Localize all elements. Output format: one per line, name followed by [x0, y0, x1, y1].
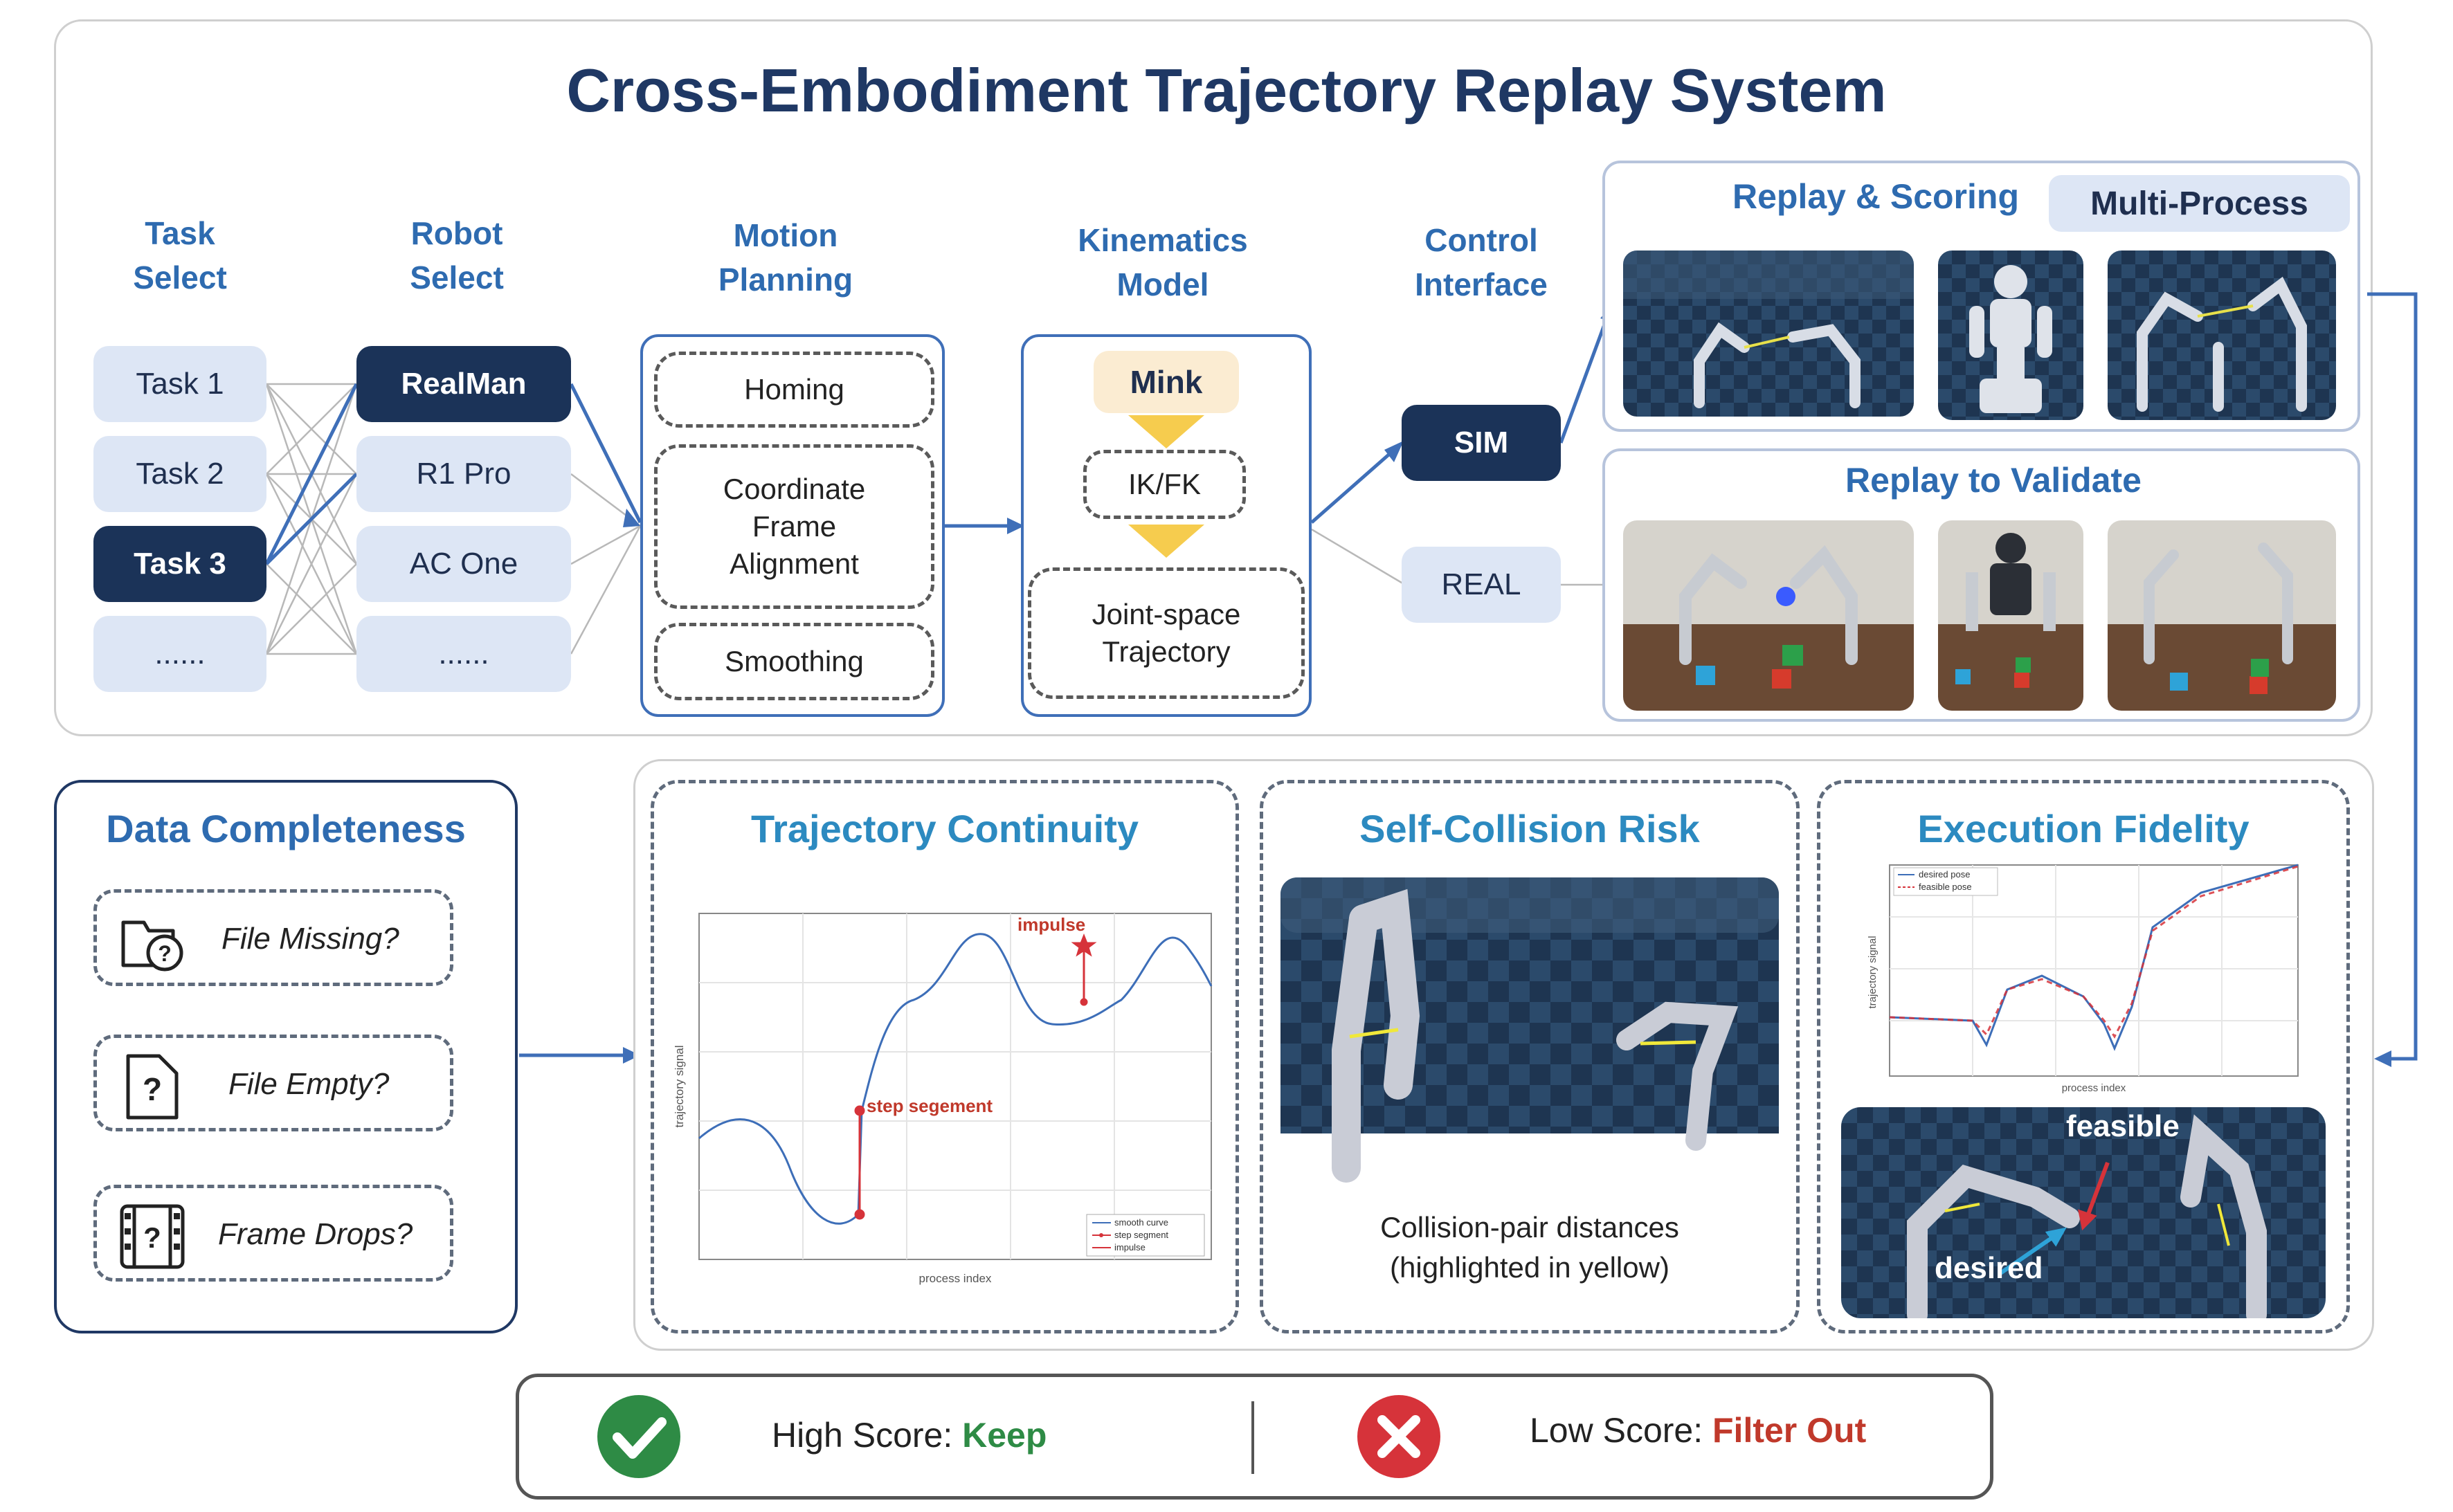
step-segment-marker	[854, 1105, 865, 1220]
smoothing-step: Smoothing	[654, 623, 934, 700]
file-question-icon: ?	[126, 1054, 179, 1120]
kinematics-model-header-line1: Kinematics	[1078, 222, 1248, 258]
svg-text:?: ?	[143, 1221, 161, 1254]
homing-step: Homing	[654, 352, 934, 428]
joint-space-trajectory-box: Joint-space Trajectory	[1028, 567, 1305, 699]
robot-item-r1pro[interactable]: R1 Pro	[356, 436, 571, 512]
motion-planning-header: Motion Planning	[682, 213, 889, 302]
y-axis-label: trajectory signal	[673, 1045, 686, 1127]
feasible-label: feasible	[2066, 1109, 2180, 1143]
legend-step-segment: step segment	[1114, 1230, 1168, 1240]
folder-question-icon: ?	[121, 920, 183, 972]
real-scene-humanoid	[1938, 520, 2083, 711]
legend-smooth-curve: smooth curve	[1114, 1217, 1168, 1228]
step-segment-annotation: step segement	[867, 1095, 993, 1116]
kinematics-model-header-line2: Model	[1116, 266, 1209, 302]
motion-planning-header-line1: Motion	[733, 217, 838, 253]
real-scene-dual-arm	[1623, 520, 1914, 711]
collision-caption-line1: Collision-pair distances	[1380, 1211, 1679, 1244]
collision-caption-line2: (highlighted in yellow)	[1390, 1251, 1669, 1284]
scoring-bar	[516, 1374, 1993, 1500]
robot-item-acone[interactable]: AC One	[356, 526, 571, 602]
x-axis-label: process index	[2062, 1082, 2126, 1094]
high-score-prefix: High Score:	[772, 1416, 963, 1455]
task-item-3[interactable]: Task 3	[93, 526, 266, 602]
mink-solver-badge: Mink	[1094, 351, 1239, 413]
flow-down-arrow-icon	[1128, 415, 1204, 448]
svg-text:?: ?	[143, 1071, 162, 1107]
task-select-header-line1: Task	[145, 215, 215, 251]
legend-impulse: impulse	[1114, 1242, 1146, 1253]
selected-path	[264, 292, 2418, 1061]
replay-scoring-title: Replay & Scoring	[1732, 177, 2019, 216]
flow-down-arrow-icon	[1128, 525, 1204, 558]
desired-label: desired	[1935, 1251, 2043, 1285]
file-missing-label: File Missing?	[221, 922, 399, 956]
replay-validate-title: Replay to Validate	[1845, 461, 2142, 500]
file-empty-label: File Empty?	[228, 1067, 390, 1101]
trajectory-continuity-legend: smooth curve step segment impulse	[1086, 1214, 1205, 1257]
frame-drops-label: Frame Drops?	[218, 1217, 413, 1251]
control-interface-header: Control Interface	[1384, 218, 1578, 307]
feasible-pose-line	[1889, 865, 2299, 1039]
control-interface-header-line1: Control	[1424, 222, 1538, 258]
coordinate-frame-alignment-step: Coordinate Frame Alignment	[654, 444, 934, 609]
task-item-1[interactable]: Task 1	[93, 346, 266, 422]
sim-scene-tabletop-arms	[2108, 251, 2336, 420]
robot-select-header-line1: Robot	[410, 215, 503, 251]
real-scene-tabletop-arms	[2108, 520, 2336, 711]
smooth-curve-line	[698, 933, 1213, 1225]
legend-desired-pose: desired pose	[1919, 869, 1970, 880]
robot-item-realman[interactable]: RealMan	[356, 346, 571, 422]
execution-fidelity-legend: desired pose feasible pose	[1893, 867, 1998, 896]
self-collision-title: Self-Collision Risk	[1359, 807, 1700, 850]
trajectory-continuity-title: Trajectory Continuity	[750, 807, 1139, 850]
real-interface[interactable]: REAL	[1402, 547, 1561, 623]
legend-feasible-pose: feasible pose	[1919, 882, 1972, 892]
low-score-prefix: Low Score:	[1530, 1411, 1713, 1450]
sim-scene-humanoid	[1938, 251, 2083, 420]
task-item-more[interactable]: ......	[93, 616, 266, 692]
filter-out-label: Filter Out	[1712, 1411, 1867, 1450]
keep-label: Keep	[962, 1416, 1047, 1455]
sim-interface[interactable]: SIM	[1402, 405, 1561, 481]
check-circle-icon	[597, 1395, 680, 1478]
desired-pose-line	[1889, 864, 2299, 1051]
task-select-header: Task Select	[104, 211, 256, 300]
x-axis-label: process index	[919, 1272, 992, 1285]
task-select-header-line2: Select	[133, 259, 227, 295]
impulse-marker	[1071, 933, 1097, 1006]
kinematics-model-header: Kinematics Model	[1052, 218, 1274, 307]
y-axis-label: trajectory signal	[1867, 936, 1879, 1008]
x-circle-icon	[1357, 1395, 1440, 1478]
data-completeness-title: Data Completeness	[106, 807, 466, 850]
frame-drops-check: ? Frame Drops?	[93, 1185, 453, 1282]
high-score-text: High Score: Keep	[772, 1415, 1047, 1455]
task-item-2[interactable]: Task 2	[93, 436, 266, 512]
low-score-text: Low Score: Filter Out	[1530, 1410, 1866, 1450]
file-missing-check: ? File Missing?	[93, 889, 453, 986]
file-empty-check: ? File Empty?	[93, 1035, 453, 1131]
control-interface-header-line2: Interface	[1415, 266, 1548, 302]
execution-fidelity-scene	[1841, 1107, 2326, 1318]
impulse-annotation: impulse	[1017, 914, 1085, 935]
trajectory-continuity-chart: impulse step segement smooth curve step …	[673, 913, 1213, 1285]
execution-fidelity-title: Execution Fidelity	[1917, 807, 2250, 850]
collision-caption: Collision-pair distances (highlighted in…	[1260, 1208, 1800, 1288]
svg-text:?: ?	[158, 941, 172, 966]
sim-scene-dual-arm	[1623, 251, 1914, 417]
multi-process-badge: Multi-Process	[2049, 175, 2350, 232]
scoring-divider	[1251, 1401, 1254, 1474]
ik-fk-box: IK/FK	[1083, 450, 1246, 519]
motion-planning-header-line2: Planning	[718, 262, 853, 298]
page-title: Cross-Embodiment Trajectory Replay Syste…	[566, 56, 1887, 125]
film-question-icon: ?	[120, 1204, 185, 1269]
self-collision-scene	[1280, 877, 1779, 1189]
execution-fidelity-chart: desired pose feasible pose process index…	[1867, 864, 2299, 1094]
robot-select-header: Robot Select	[377, 211, 536, 300]
robot-item-more[interactable]: ......	[356, 616, 571, 692]
robot-select-header-line2: Select	[410, 259, 504, 295]
